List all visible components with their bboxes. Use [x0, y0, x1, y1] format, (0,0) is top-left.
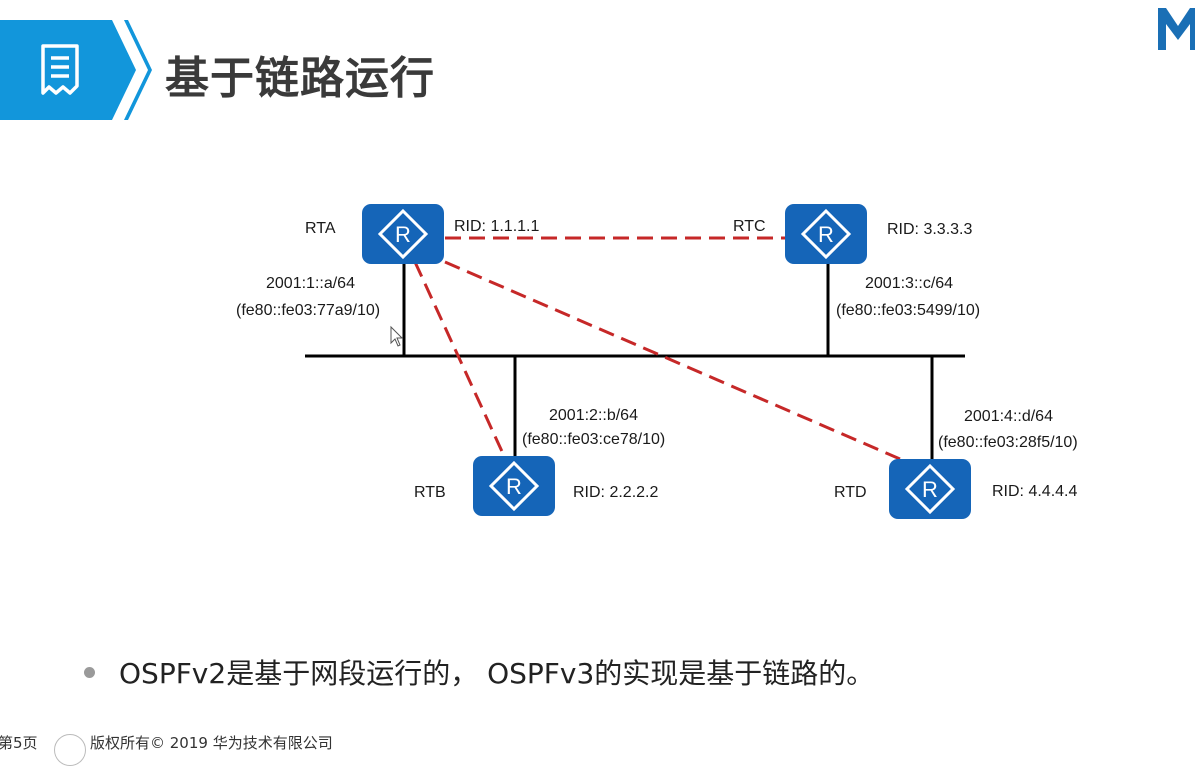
rtb-name: RTB: [414, 484, 446, 501]
bullet-text: OSPFv2是基于网段运行的， OSPFv3的实现是基于链路的。: [119, 657, 875, 690]
header-banner: [0, 20, 1195, 120]
rtd-link-local: (fe80::fe03:28f5/10): [938, 434, 1078, 451]
router-rtb-icon: R: [473, 456, 555, 516]
page-title: 基于链路运行: [165, 53, 435, 104]
rtc-ipv6: 2001:3::c/64: [865, 275, 954, 292]
rtb-ipv6: 2001:2::b/64: [549, 407, 638, 424]
adjacency-rta-rtb: [413, 261, 507, 459]
rtb-rid: RID: 2.2.2.2: [573, 484, 659, 501]
rta-rid: RID: 1.1.1.1: [454, 218, 540, 235]
bullet-item: OSPFv2是基于网段运行的， OSPFv3的实现是基于链路的。: [84, 652, 874, 692]
network-diagram: R R R R: [305, 204, 971, 519]
header-band: [0, 20, 152, 120]
svg-text:R: R: [395, 222, 411, 247]
adjacency-rta-rtd: [444, 260, 901, 461]
rta-name: RTA: [305, 220, 336, 237]
rtc-rid: RID: 3.3.3.3: [887, 221, 973, 238]
rta-link-local: (fe80::fe03:77a9/10): [236, 302, 381, 319]
copyright: 版权所有© 2019 华为技术有限公司: [90, 734, 333, 752]
document-icon: [41, 44, 79, 95]
rtc-link-local: (fe80::fe03:5499/10): [836, 302, 981, 319]
rta-ipv6: 2001:1::a/64: [266, 275, 355, 292]
seal-icon: [54, 734, 86, 766]
rtb-link-local: (fe80::fe03:ce78/10): [522, 431, 666, 448]
svg-text:R: R: [922, 477, 938, 502]
svg-text:R: R: [506, 474, 522, 499]
page-number: 第5页: [0, 734, 38, 752]
rtd-rid: RID: 4.4.4.4: [992, 483, 1078, 500]
rtc-name: RTC: [733, 218, 766, 235]
router-rta-icon: R: [362, 204, 444, 264]
rtd-name: RTD: [834, 484, 867, 501]
svg-text:R: R: [818, 222, 834, 247]
slide: 基于链路运行 R R R: [0, 8, 1195, 766]
bullet-icon: [84, 666, 95, 678]
logo-icon: [1158, 8, 1195, 50]
router-rtc-icon: R: [785, 204, 867, 264]
cursor-icon: [390, 325, 404, 347]
router-rtd-icon: R: [889, 459, 971, 519]
rtd-ipv6: 2001:4::d/64: [964, 408, 1053, 425]
